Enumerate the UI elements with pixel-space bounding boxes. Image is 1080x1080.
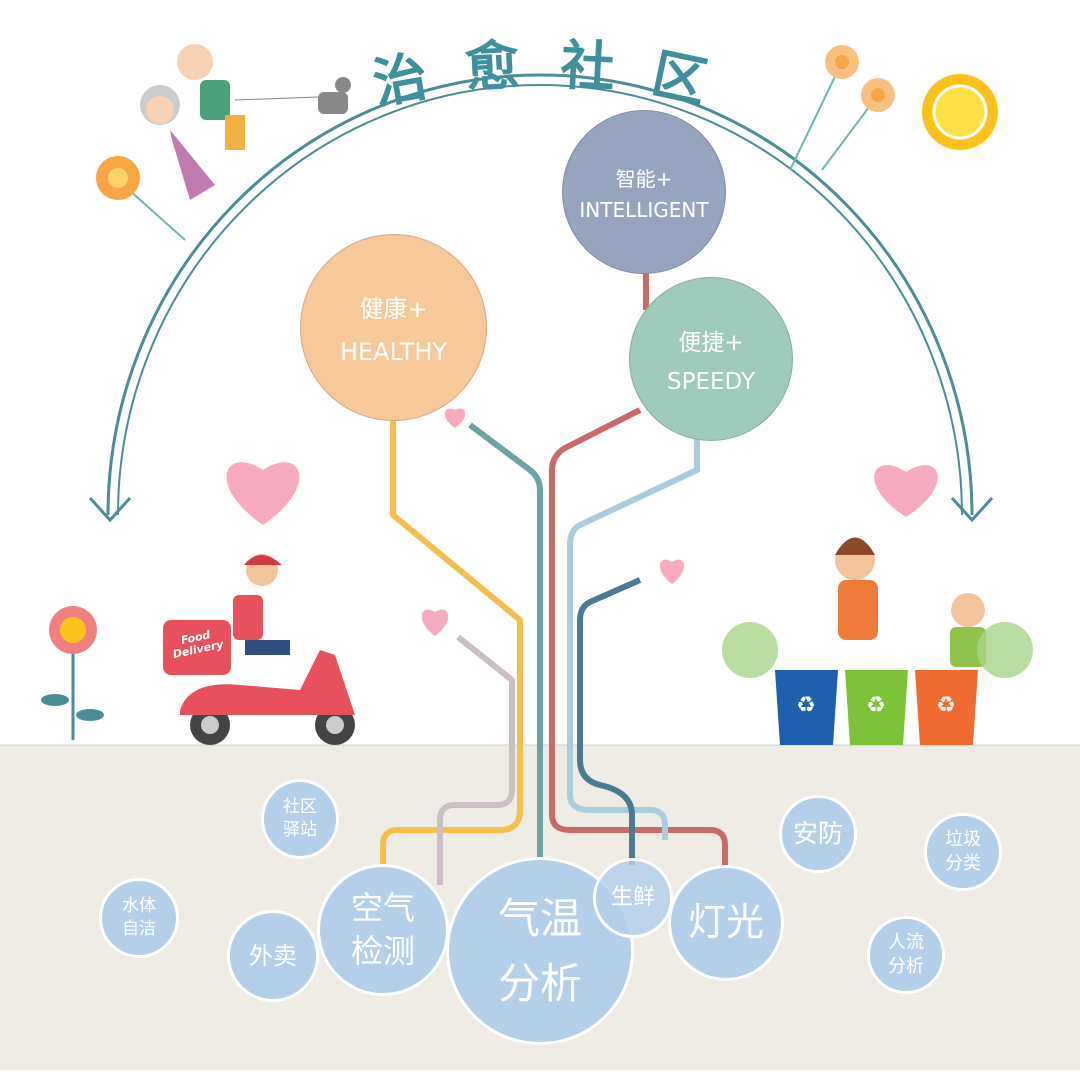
page-title: 治 愈 社 区	[368, 22, 712, 116]
bubble-label: 水体自洁	[122, 896, 156, 939]
svg-text:♻: ♻	[936, 693, 956, 718]
bubble-takeout: 外卖	[227, 910, 319, 1002]
bubble-water: 水体自洁	[99, 878, 179, 958]
bubble-crowd: 人流分析	[867, 916, 945, 994]
pillar-en: SPEEDY	[666, 369, 756, 395]
flower-icon	[41, 606, 104, 740]
delivery-scooter-illustration	[163, 554, 355, 745]
flower-icon	[96, 45, 895, 241]
bubble-label: 安防	[792, 819, 843, 849]
bubble-label: 灯光	[687, 900, 764, 945]
bubble-station: 社区驿站	[261, 779, 339, 859]
title-char: 社	[558, 33, 617, 100]
line-darkblue	[577, 577, 642, 865]
arc-arrow	[88, 73, 994, 523]
bubble-label: 社区驿站	[283, 797, 317, 840]
sun-icon	[922, 74, 998, 150]
bubble-garbage: 垃圾分类	[924, 813, 1002, 891]
pillar-cn: 健康+	[359, 295, 428, 323]
heart-icon	[226, 462, 300, 525]
line-yellow	[380, 420, 523, 870]
bubble-security: 安防	[779, 795, 857, 873]
heart-icon	[421, 609, 449, 636]
bubble-label: 外卖	[249, 941, 297, 970]
pillar-speedy: 便捷+ SPEEDY	[629, 277, 793, 441]
line-lightblue	[567, 438, 700, 840]
pillar-intelligent: 智能+ INTELLIGENT	[562, 110, 726, 274]
pillar-cn: 智能+	[615, 166, 673, 191]
recycling-bins-illustration: ♻ ♻ ♻	[722, 537, 1033, 745]
bubble-fresh: 生鲜	[593, 858, 673, 938]
pillar-en: HEALTHY	[339, 338, 448, 366]
bubble-label: 垃圾分类	[945, 828, 981, 874]
heart-icon	[874, 465, 938, 517]
bubble-label: 人流分析	[888, 931, 924, 977]
heart-icon	[659, 559, 685, 584]
bubble-label: 气温分析	[497, 893, 582, 1008]
bubble-light: 灯光	[668, 865, 784, 981]
bubble-air: 空气检测	[317, 864, 449, 996]
pillar-healthy: 健康+ HEALTHY	[300, 234, 487, 421]
title-char: 愈	[463, 33, 522, 100]
svg-text:♻: ♻	[866, 693, 886, 718]
bubble-label: 生鲜	[610, 885, 655, 911]
line-grey	[437, 634, 515, 885]
line-red	[549, 270, 728, 868]
pillar-en: INTELLIGENT	[579, 197, 709, 222]
heart-icon	[444, 408, 466, 428]
pillar-cn: 便捷+	[678, 330, 744, 356]
bubble-label: 空气检测	[350, 888, 415, 970]
line-teal	[468, 422, 543, 860]
svg-text:♻: ♻	[796, 693, 816, 718]
elderly-couple-illustration	[140, 44, 351, 200]
